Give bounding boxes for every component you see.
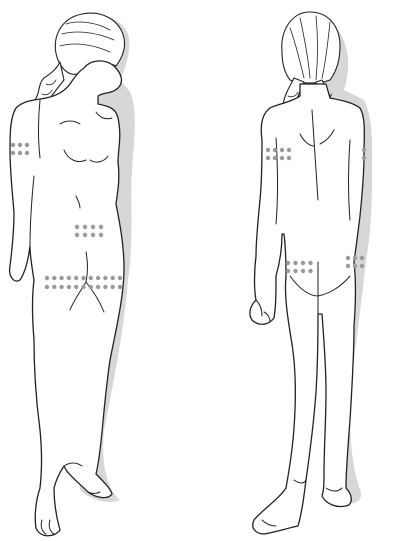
front-thigh-front-dot	[67, 285, 71, 289]
front-thigh-front-dot	[59, 276, 63, 280]
back-figure	[250, 12, 372, 534]
front-thigh-front-dot	[118, 276, 122, 280]
front-thigh-front-dot	[52, 276, 56, 280]
back-upper-arm-left-dot	[266, 156, 270, 160]
back-buttock-left-dot	[286, 261, 290, 265]
back-buttock-left-dot	[293, 261, 297, 265]
front-thigh-front-dot	[74, 285, 78, 289]
front-thigh-front-dot	[81, 285, 85, 289]
front-thigh-front-dot	[59, 285, 63, 289]
back-upper-arm-right-dot	[362, 156, 366, 160]
back-buttock-left-dot	[286, 269, 290, 273]
front-thigh-front-dot	[103, 285, 107, 289]
back-upper-arm-right-dot	[362, 148, 366, 152]
front-upper-arm-left-dot	[25, 151, 29, 155]
back-buttock-right-dot	[346, 264, 350, 268]
front-thigh-front-dot	[45, 285, 49, 289]
front-figure	[10, 13, 135, 536]
back-upper-arm-left-dot	[266, 148, 270, 152]
front-upper-arm-left-dot	[25, 143, 29, 147]
back-upper-arm-left-dot	[280, 156, 284, 160]
front-abdomen-right-dot	[83, 233, 87, 237]
back-upper-arm-left-dot	[273, 156, 277, 160]
front-abdomen-right-dot	[99, 225, 103, 229]
front-abdomen-right-dot	[75, 225, 79, 229]
front-thigh-front-dot	[103, 276, 107, 280]
back-buttock-right-dot	[353, 256, 357, 260]
front-abdomen-right-dot	[75, 233, 79, 237]
back-upper-arm-left-dot	[280, 148, 284, 152]
front-upper-arm-left-dot	[18, 143, 22, 147]
back-buttock-left-dot	[301, 261, 305, 265]
back-upper-arm-left-dot	[287, 148, 291, 152]
back-buttock-left-dot	[301, 269, 305, 273]
front-abdomen-right-dot	[91, 225, 95, 229]
front-upper-arm-left-dot	[11, 143, 15, 147]
front-thigh-front-dot	[89, 276, 93, 280]
back-buttock-left-dot	[293, 269, 297, 273]
back-buttock-right-dot	[360, 264, 364, 268]
back-buttock-left-dot	[308, 269, 312, 273]
front-thigh-front-dot	[96, 285, 100, 289]
back-upper-arm-left-dot	[273, 148, 277, 152]
back-upper-arm-left-dot	[287, 156, 291, 160]
front-abdomen-right-dot	[99, 233, 103, 237]
front-thigh-front-dot	[81, 276, 85, 280]
front-thigh-front-dot	[118, 285, 122, 289]
front-thigh-front-dot	[67, 276, 71, 280]
back-buttock-right-dot	[353, 264, 357, 268]
back-buttock-left-dot	[308, 261, 312, 265]
front-abdomen-right-dot	[91, 233, 95, 237]
front-upper-arm-left-dot	[18, 151, 22, 155]
back-buttock-right-dot	[346, 256, 350, 260]
front-thigh-front-dot	[96, 276, 100, 280]
front-thigh-front-dot	[89, 285, 93, 289]
front-abdomen-right-dot	[83, 225, 87, 229]
front-thigh-front-dot	[45, 276, 49, 280]
front-thigh-front-dot	[52, 285, 56, 289]
front-upper-arm-left-dot	[11, 151, 15, 155]
back-buttock-right-dot	[360, 256, 364, 260]
front-thigh-front-dot	[111, 276, 115, 280]
front-thigh-front-dot	[111, 285, 115, 289]
front-thigh-front-dot	[74, 276, 78, 280]
